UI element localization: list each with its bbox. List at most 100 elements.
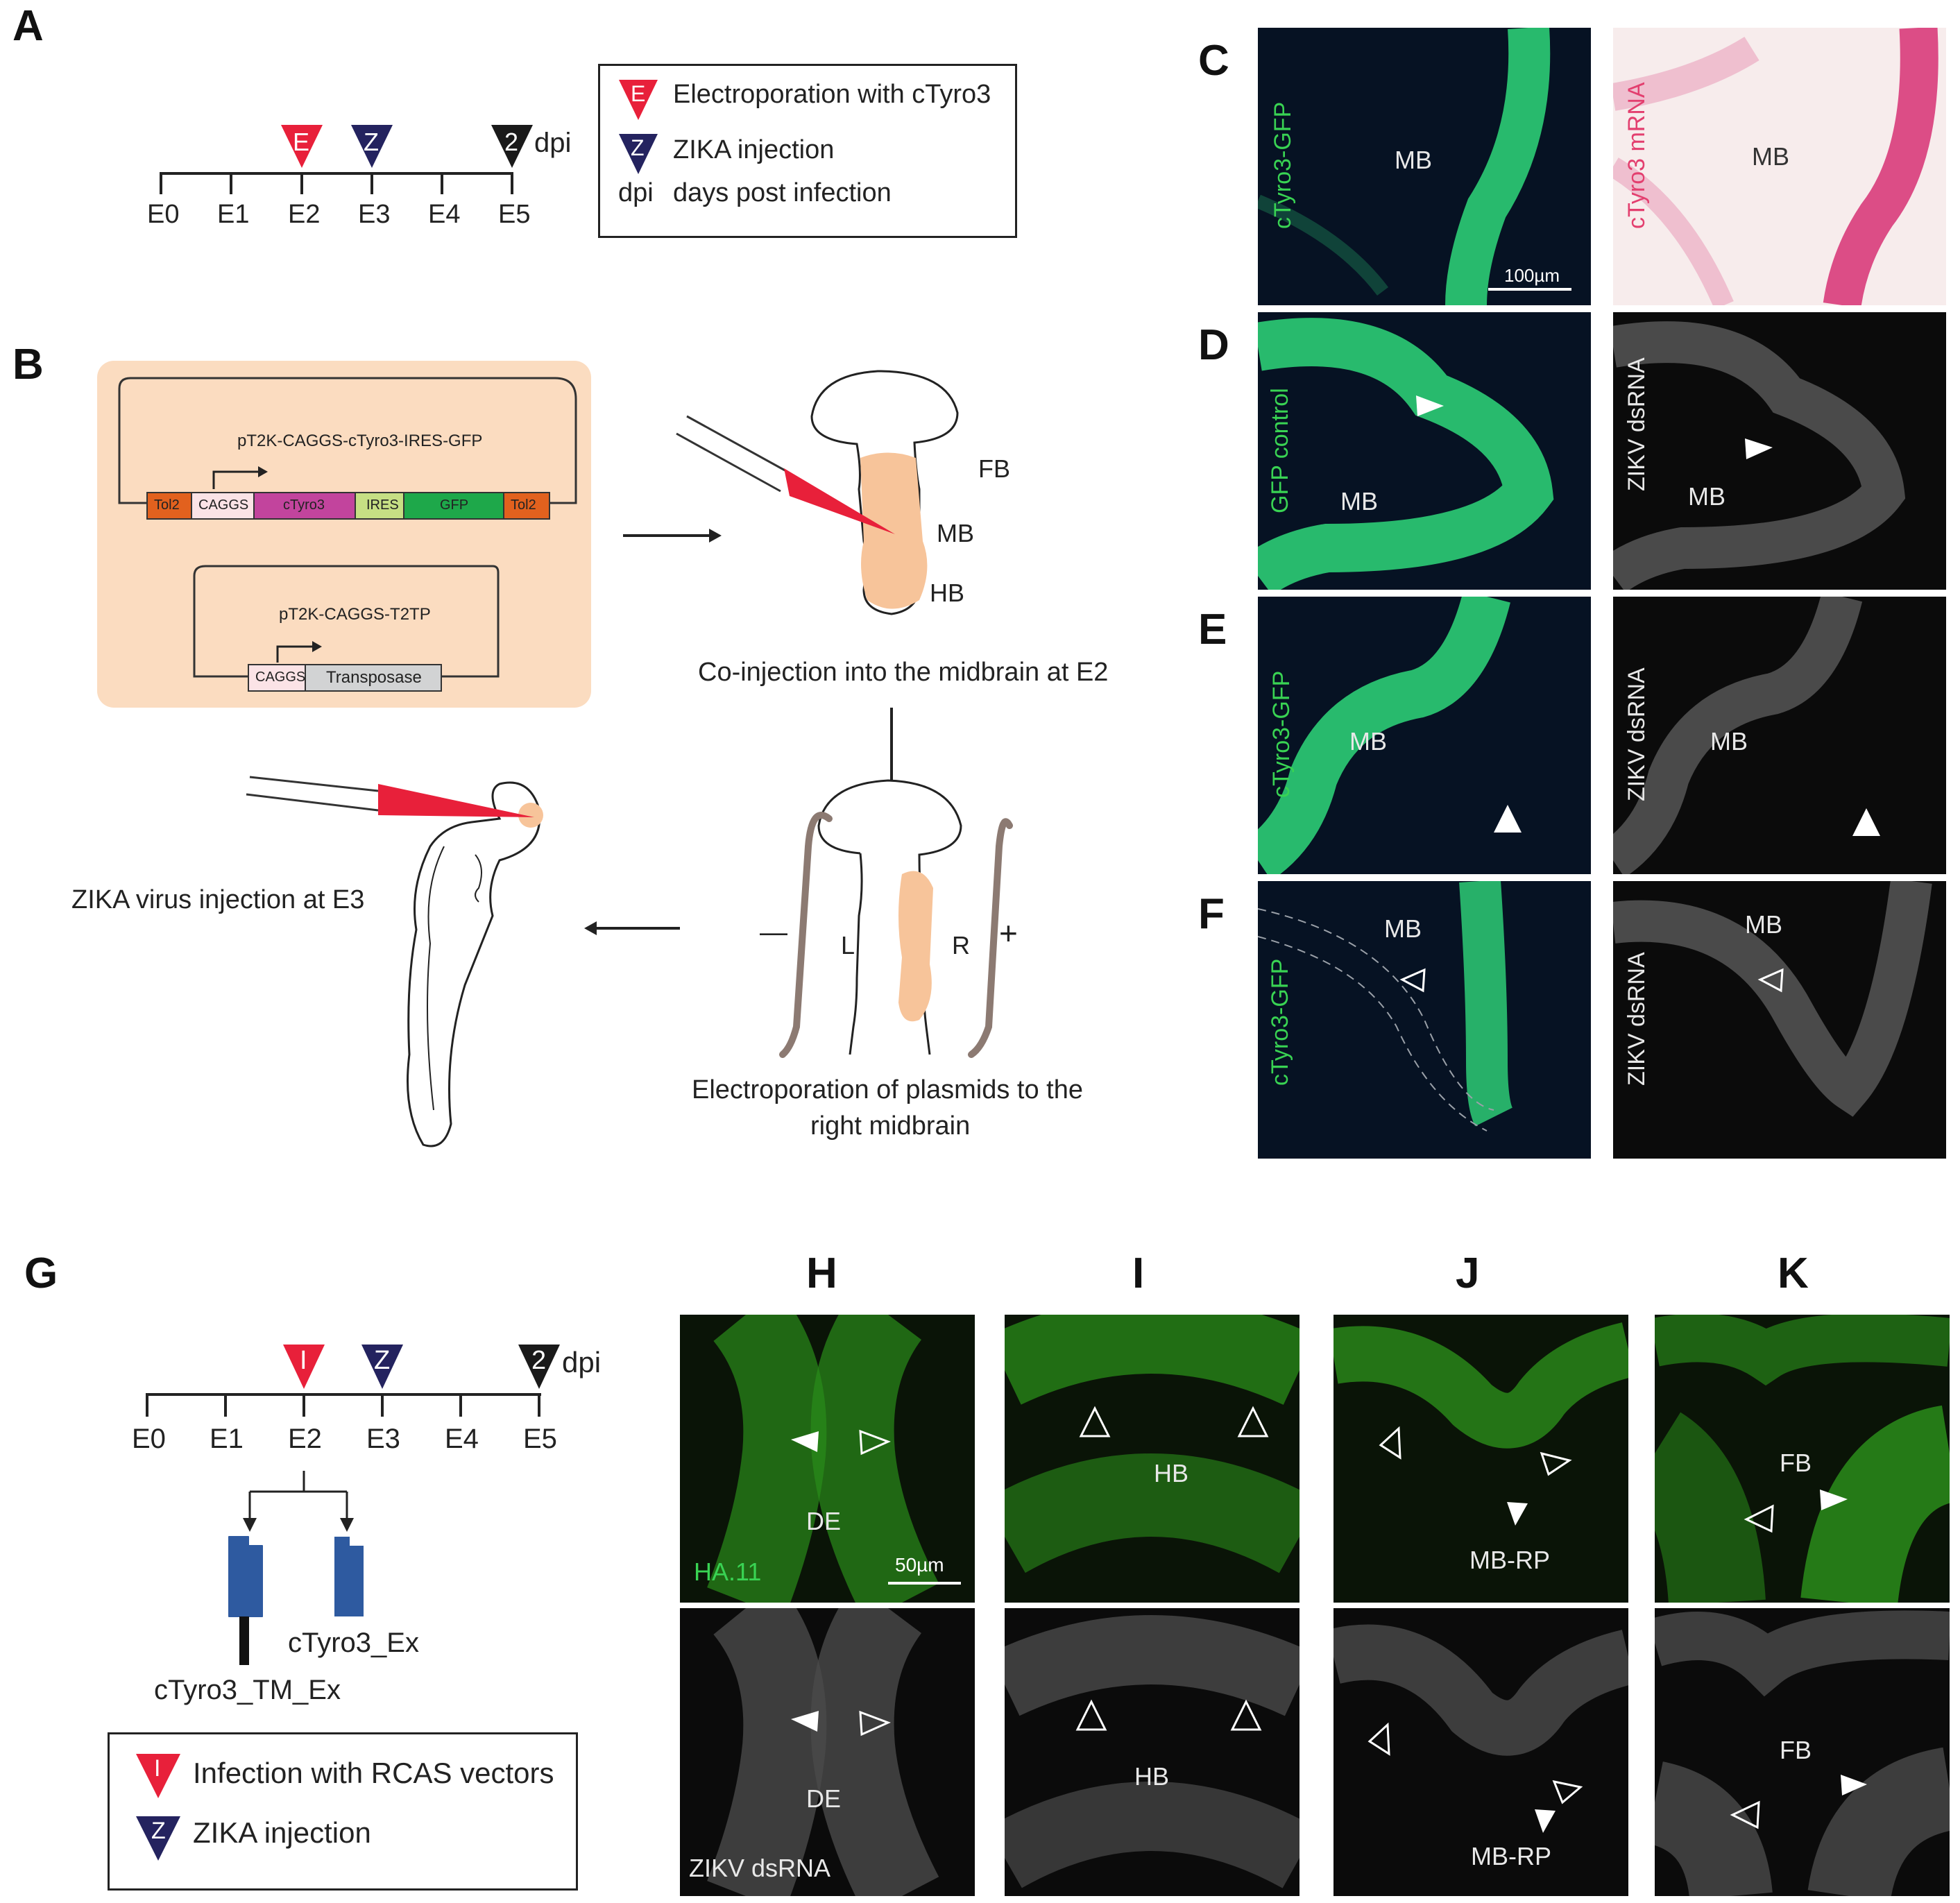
- d-left-region: MB: [1340, 487, 1378, 515]
- k-bottom-region: FB: [1780, 1736, 1812, 1764]
- marker-z-letter: Z: [364, 128, 379, 156]
- j-top-region: MB-RP: [1469, 1546, 1550, 1574]
- timeline-a: E Z 2 dpi E0 E1 E2 E3 E4 E5: [139, 118, 571, 243]
- c-scale-bar: [1488, 288, 1571, 291]
- legend-gz-text: ZIKA injection: [193, 1816, 371, 1849]
- g-dpi-label: dpi: [562, 1346, 602, 1379]
- legend-e-text: Electroporation with cTyro3: [673, 80, 991, 109]
- micrograph-j-zikv: [1333, 1608, 1628, 1896]
- d-right-region: MB: [1688, 482, 1725, 511]
- timeline-g-axis: [146, 1345, 560, 1417]
- legend-e-letter: E: [631, 81, 646, 106]
- electrode-plus: +: [999, 915, 1018, 951]
- marker-g2-triangle: [518, 1345, 560, 1389]
- left-side-label: L: [841, 931, 855, 959]
- micrograph-c-gfp: [1258, 28, 1591, 305]
- c-right-region: MB: [1752, 142, 1789, 171]
- brain-fb-label: FB: [978, 454, 1011, 483]
- e-left-stain-label: cTyro3-GFP: [1268, 670, 1295, 798]
- panel-label-c: C: [1198, 37, 1229, 85]
- right-side-label: R: [952, 931, 970, 959]
- f-right-region: MB: [1745, 910, 1782, 939]
- f-right-stain-label: ZIKV dsRNA: [1624, 952, 1650, 1086]
- seg-tol2-b: Tol2: [511, 497, 536, 513]
- panel-label-g: G: [24, 1249, 58, 1297]
- tick-e1: E1: [217, 200, 250, 229]
- i-top-region: HB: [1154, 1459, 1189, 1487]
- legend-a: E Z Electroporation with cTyro3 ZIKA inj…: [598, 64, 1017, 238]
- c-left-region: MB: [1395, 146, 1432, 174]
- coinjection-caption: Co-injection into the midbrain at E2: [698, 658, 1109, 687]
- brain-hb-label: HB: [930, 579, 965, 607]
- legend-gz-letter: Z: [151, 1818, 166, 1844]
- marker-gz-triangle: [361, 1345, 403, 1389]
- marker-z-triangle: [351, 125, 393, 168]
- micrograph-d-gfp: [1258, 312, 1591, 590]
- tick-e4: E4: [428, 200, 461, 229]
- panel-label-k: K: [1778, 1249, 1809, 1297]
- c-left-stain-label: cTyro3-GFP: [1270, 101, 1296, 229]
- electroporation-caption-2: right midbrain: [810, 1111, 971, 1141]
- marker-i-letter: I: [300, 1346, 307, 1375]
- seg-ires: IRES: [366, 497, 399, 513]
- g-tick-e2: E2: [288, 1424, 322, 1454]
- panel-label-f: F: [1198, 890, 1225, 938]
- micrograph-i-zikv: [1005, 1608, 1299, 1896]
- panel-label-e: E: [1198, 606, 1227, 654]
- g-tick-e4: E4: [445, 1424, 479, 1454]
- k-top-region: FB: [1780, 1449, 1812, 1477]
- c-right-stain-label: cTyro3 mRNA: [1624, 82, 1650, 229]
- d-right-stain-label: ZIKV dsRNA: [1624, 357, 1650, 491]
- plasmid-drawing: [118, 377, 577, 692]
- legend-dpi-key: dpi: [618, 178, 654, 207]
- h-top-stain: HA.11: [694, 1558, 762, 1586]
- marker-gz-letter: Z: [374, 1346, 391, 1375]
- legend-a-symbols: [619, 80, 658, 174]
- panel-label-j: J: [1456, 1249, 1480, 1297]
- brain-mb-label: MB: [937, 519, 974, 547]
- micrograph-e-zikv: [1613, 597, 1946, 874]
- schematic-b-drawing: [246, 370, 1013, 1147]
- marker-i-triangle: [283, 1345, 325, 1389]
- seg-caggs-a: CAGGS: [198, 497, 249, 513]
- marker-e-triangle: [281, 125, 323, 168]
- seg-tol2-a: Tol2: [154, 497, 180, 513]
- c-scale-label: 100µm: [1504, 265, 1560, 286]
- e-right-stain-label: ZIKV dsRNA: [1624, 667, 1650, 801]
- legend-z-letter: Z: [631, 135, 645, 160]
- construct-ex-label: cTyro3_Ex: [288, 1628, 419, 1658]
- micrograph-j-ha: [1333, 1315, 1628, 1603]
- plasmid-box: pT2K-CAGGS-cTyro3-IRES-GFP Tol2 CAGGS cT…: [97, 361, 591, 708]
- marker-e-letter: E: [293, 128, 310, 156]
- seg-transposase: Transposase: [326, 668, 422, 687]
- timeline-a-axis: [160, 125, 533, 194]
- marker-2-letter: 2: [504, 128, 519, 156]
- construct-tm-ex-label: cTyro3_TM_Ex: [154, 1675, 341, 1705]
- f-left-stain-label: cTyro3-GFP: [1267, 958, 1293, 1086]
- h-top-region: DE: [806, 1507, 842, 1535]
- e-right-region: MB: [1710, 727, 1748, 756]
- plasmid1-name: pT2K-CAGGS-cTyro3-IRES-GFP: [237, 432, 483, 450]
- marker-g2-letter: 2: [531, 1346, 547, 1375]
- h-bottom-region: DE: [806, 1784, 842, 1813]
- zika-caption: ZIKA virus injection at E3: [71, 885, 365, 914]
- dpi-label: dpi: [534, 128, 572, 158]
- legend-g: I Z Infection with RCAS vectors ZIKA inj…: [108, 1732, 578, 1891]
- electroporation-caption-1: Electroporation of plasmids to the: [692, 1075, 1083, 1104]
- h-scale-bar: [888, 1582, 961, 1585]
- seg-gfp: GFP: [440, 497, 469, 513]
- g-tick-e3: E3: [366, 1424, 400, 1454]
- micrograph-f-gfp: [1258, 881, 1591, 1159]
- micrograph-h-zikv: [680, 1608, 975, 1896]
- tick-e3: E3: [358, 200, 391, 229]
- tick-e0: E0: [147, 200, 180, 229]
- seg-ctyro3: cTyro3: [283, 497, 325, 513]
- micrograph-k-ha: [1655, 1315, 1950, 1603]
- marker-2-triangle: [491, 125, 533, 168]
- micrograph-k-zikv: [1655, 1608, 1950, 1896]
- timeline-g: I Z 2 dpi E0 E1 E2 E3 E4 E5: [125, 1339, 638, 1464]
- seg-caggs-b: CAGGS: [255, 669, 306, 685]
- i-bottom-region: HB: [1134, 1762, 1170, 1791]
- electrode-minus: —: [760, 917, 787, 948]
- tick-e5: E5: [498, 200, 531, 229]
